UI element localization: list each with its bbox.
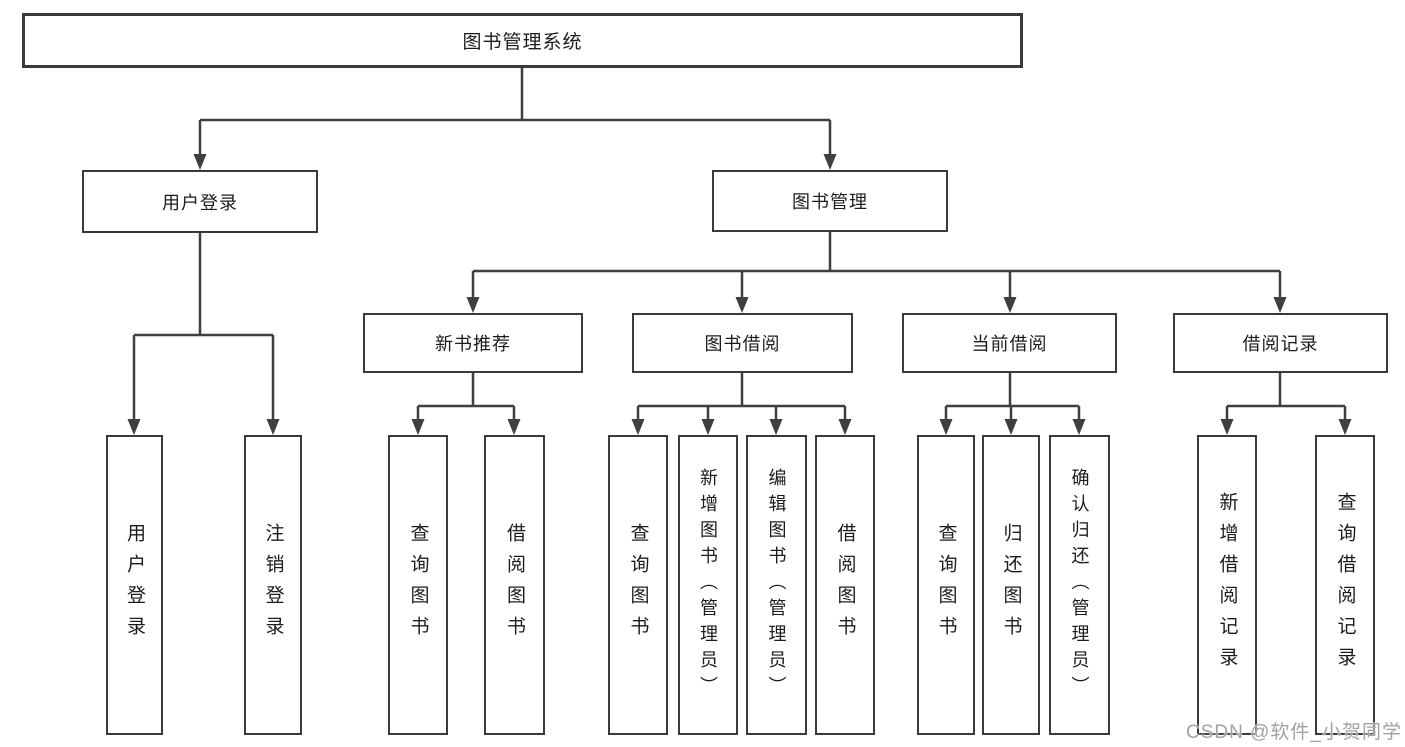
node-library-management-system: 图书管理系统	[22, 13, 1023, 68]
leaf-logout: 注销登录	[244, 435, 302, 735]
node-current-borrow: 当前借阅	[902, 313, 1117, 373]
leaf-current-query-books: 查询图书	[917, 435, 975, 735]
node-user-login: 用户登录	[82, 170, 318, 233]
csdn-watermark: CSDN @软件_小贺同学	[1186, 722, 1402, 743]
leaf-recommend-borrow-books: 借阅图书	[484, 435, 545, 735]
leaf-records-query-record: 查询借阅记录	[1315, 435, 1375, 735]
leaf-current-confirm-return-admin: 确认归还（管理员）	[1049, 435, 1110, 735]
node-book-borrow: 图书借阅	[632, 313, 853, 373]
node-borrow-records: 借阅记录	[1173, 313, 1388, 373]
edge-bookborrow-to-leaves	[636, 373, 847, 421]
edge-bookmgmt-to-level3	[471, 232, 1282, 299]
leaf-user-login: 用户登录	[106, 435, 163, 735]
edge-records-to-leaves	[1225, 373, 1347, 421]
edge-currentborrow-to-leaves	[944, 373, 1081, 421]
leaf-records-add-record: 新增借阅记录	[1197, 435, 1257, 735]
node-book-management: 图书管理	[712, 170, 948, 232]
leaf-borrow-edit-books-admin: 编辑图书（管理员）	[746, 435, 807, 735]
edge-userlogin-to-leaves	[132, 233, 275, 421]
node-new-book-recommend: 新书推荐	[363, 313, 583, 373]
leaf-borrow-borrow-books: 借阅图书	[815, 435, 875, 735]
leaf-current-return-books: 归还图书	[982, 435, 1040, 735]
leaf-borrow-add-books-admin: 新增图书（管理员）	[678, 435, 738, 735]
edge-newrec-to-leaves	[416, 373, 516, 421]
leaf-borrow-query-books: 查询图书	[608, 435, 668, 735]
leaf-recommend-query-books: 查询图书	[388, 435, 448, 735]
edge-root-to-level2	[198, 68, 832, 156]
